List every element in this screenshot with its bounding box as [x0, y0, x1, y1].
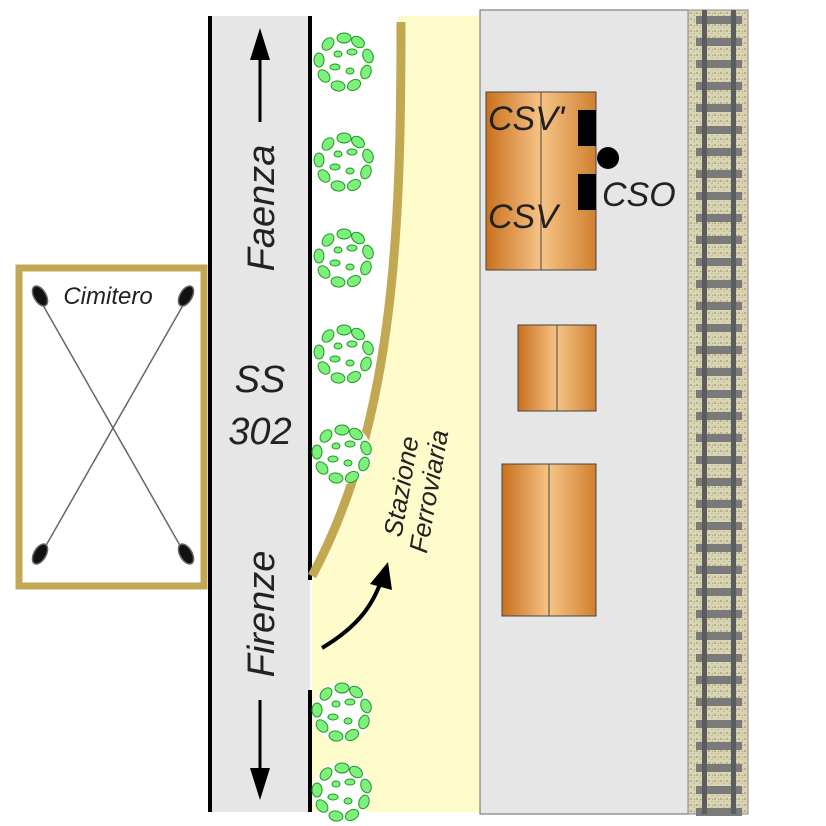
- rail-sleeper: [696, 434, 742, 442]
- rail-sleeper: [696, 566, 742, 574]
- rail-sleeper: [696, 148, 742, 156]
- rail-sleeper: [696, 214, 742, 222]
- rail-sleeper: [696, 170, 742, 178]
- rail-sleeper: [696, 632, 742, 640]
- direction-south-label: Firenze: [241, 551, 283, 678]
- station-building-middle: [517, 324, 597, 412]
- cso-label: CSO: [602, 176, 676, 214]
- rail-sleeper: [696, 588, 742, 596]
- road-name-line2: 302: [228, 411, 291, 453]
- direction-arrow-icon: [320, 562, 392, 650]
- rail-sleeper: [696, 38, 742, 46]
- rail-sleeper: [696, 302, 742, 310]
- rail-sleeper: [696, 126, 742, 134]
- rail-sleeper: [696, 676, 742, 684]
- rail-sleeper: [696, 324, 742, 332]
- rail-sleeper: [696, 258, 742, 266]
- station-building-lower: [501, 463, 597, 617]
- rail-sleeper: [696, 60, 742, 68]
- rail-sleeper: [696, 390, 742, 398]
- cso-marker: [597, 147, 619, 169]
- rail-sleeper: [696, 698, 742, 706]
- station-building-main: CSV' CSV: [485, 91, 597, 271]
- rail-sleeper: [696, 104, 742, 112]
- rail-sleeper: [696, 786, 742, 794]
- rail-sleeper: [696, 522, 742, 530]
- rail-sleeper: [696, 16, 742, 24]
- rail-sleeper: [696, 346, 742, 354]
- road-name-line1: SS: [235, 359, 286, 401]
- direction-north-label: Faenza: [241, 145, 283, 272]
- rail-sleeper: [696, 456, 742, 464]
- rail-sleeper: [696, 412, 742, 420]
- rail-sleeper: [696, 764, 742, 772]
- rail-sleeper: [696, 280, 742, 288]
- csv-label: CSV: [488, 198, 561, 236]
- rail-sleeper: [696, 742, 742, 750]
- rail-sleeper: [696, 720, 742, 728]
- rail-sleeper: [696, 500, 742, 508]
- railway-track-icon: [687, 9, 749, 816]
- road-ss302: Faenza SS 302 Firenze: [208, 16, 312, 812]
- direction-arrow-icon: [250, 700, 270, 800]
- direction-arrow-icon: [250, 28, 270, 122]
- rail-sleeper: [696, 544, 742, 552]
- rail-sleeper: [696, 610, 742, 618]
- rail-sleeper: [696, 654, 742, 662]
- rail-sleeper: [696, 368, 742, 376]
- station-area: CSV' CSV CSO: [479, 9, 691, 815]
- cemetery: Cimitero: [15, 264, 208, 590]
- cemetery-label: Cimitero: [63, 283, 152, 310]
- cemetery-cross-icon: [31, 285, 195, 565]
- rail-sleeper: [696, 808, 742, 816]
- rail-sleeper: [696, 192, 742, 200]
- rail-sleeper: [696, 236, 742, 244]
- csv-prime-label: CSV': [488, 100, 566, 138]
- rail-sleeper: [696, 82, 742, 90]
- rail-sleeper: [696, 478, 742, 486]
